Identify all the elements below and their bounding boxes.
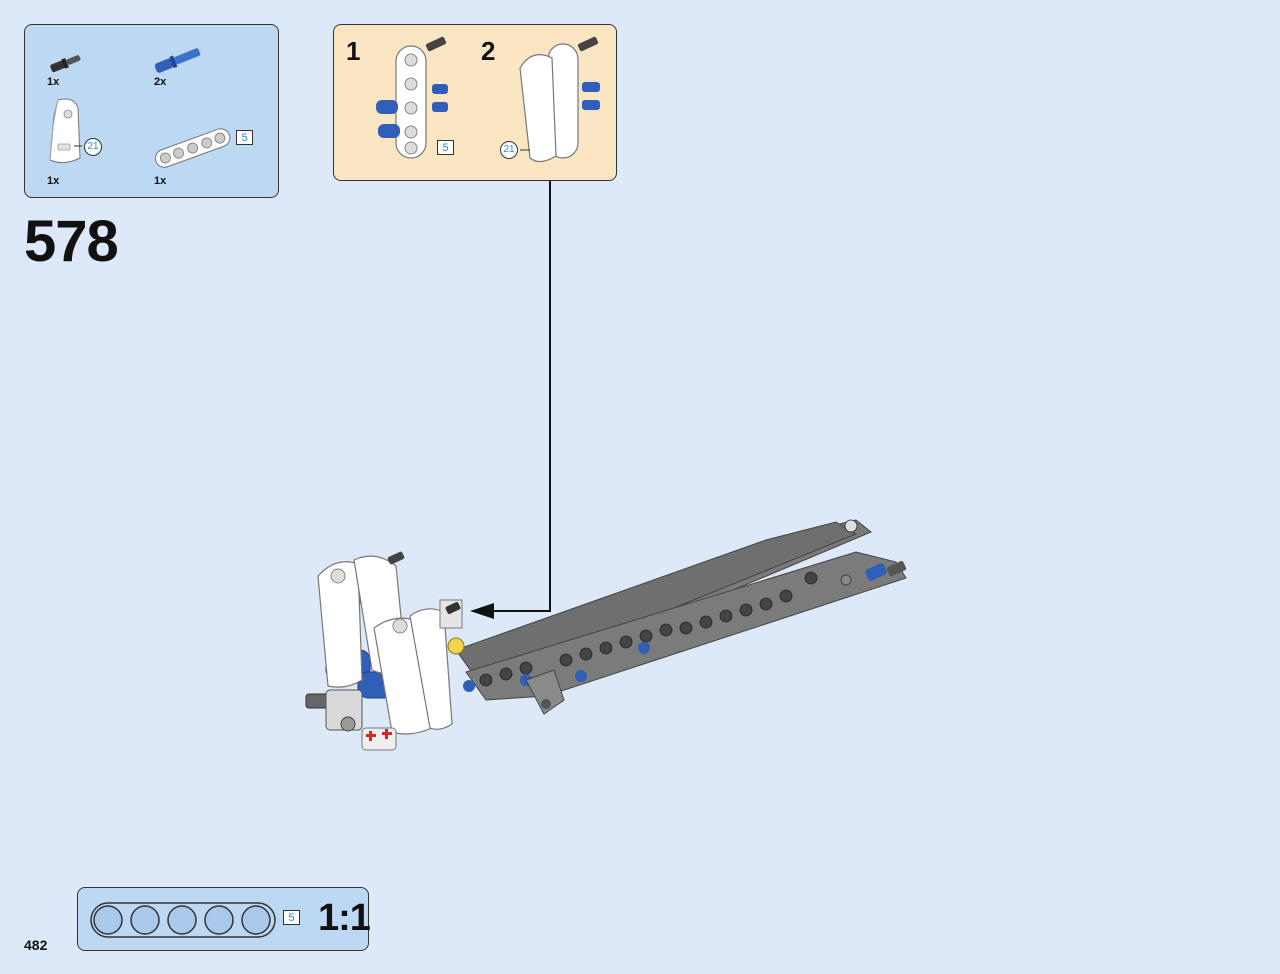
part-quantity-2: 2x xyxy=(154,76,167,88)
substep-1-illustration xyxy=(376,36,448,159)
substep-2-illustration xyxy=(519,36,600,163)
step-number: 578 xyxy=(24,209,119,274)
black-axle-pin-icon xyxy=(50,55,81,73)
substep-2-callout: 21 xyxy=(500,141,518,159)
scale-label: 1:1 xyxy=(318,897,371,939)
end-connector xyxy=(525,669,565,715)
blue-axle-pin-icon xyxy=(154,48,201,73)
white-liftarm-icon xyxy=(154,128,231,168)
part-length-tag: 5 xyxy=(236,130,253,145)
substep-number-2: 2 xyxy=(481,36,496,66)
right-pins xyxy=(840,560,907,586)
main-model-illustration xyxy=(305,519,907,751)
part-quantity-3: 1x xyxy=(47,175,60,187)
page-number: 482 xyxy=(24,937,48,953)
beam-holes xyxy=(479,519,858,687)
scale-liftarm-icon xyxy=(90,902,276,938)
left-assembly xyxy=(305,551,465,751)
substep-number-1: 1 xyxy=(346,36,361,66)
substep-1-length-tag: 5 xyxy=(437,140,454,155)
scale-length-tag: 5 xyxy=(283,910,300,925)
part-quantity-1: 1x xyxy=(47,76,60,88)
part-callout-21: 21 xyxy=(84,138,102,156)
white-panel-icon xyxy=(49,98,82,164)
part-quantity-4: 1x xyxy=(154,175,167,187)
